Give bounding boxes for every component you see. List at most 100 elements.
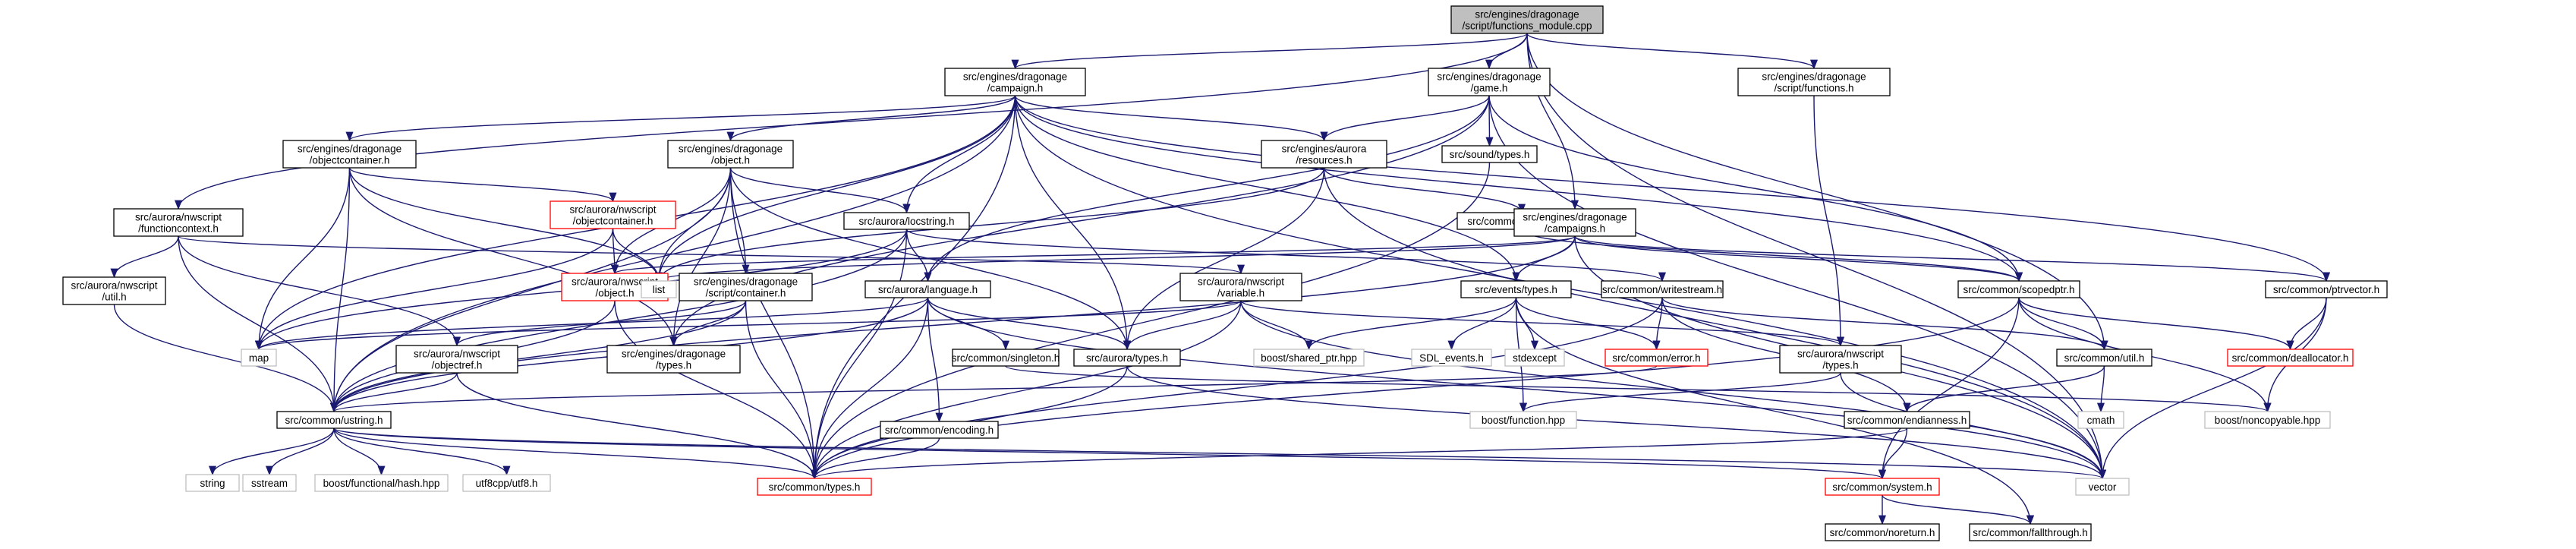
- node-nwtypes-box: [1779, 345, 1902, 374]
- node-root[interactable]: src/engines/dragonage/script/functions_m…: [1450, 5, 1604, 34]
- edge-variable-to-sharedptr: [1240, 300, 1313, 351]
- edge-game-to-language: [924, 95, 1490, 282]
- node-resources[interactable]: src/engines/aurora/resources.h: [1261, 140, 1387, 169]
- node-singleton[interactable]: src/common/singleton.h: [952, 349, 1060, 367]
- edge-ptrvector-to-deallocator: [2286, 297, 2327, 351]
- node-ustring[interactable]: src/common/ustring.h: [276, 411, 392, 429]
- edge-ptrvector-to-vector: [2098, 297, 2327, 480]
- node-auroratypes-label-0: src/aurora/types.h: [1086, 352, 1168, 364]
- node-dragonagetypes[interactable]: src/engines/dragonage/types.h: [606, 345, 741, 374]
- node-locstring-box: [843, 212, 970, 230]
- node-resources-box: [1261, 140, 1387, 169]
- node-noreturn-box: [1825, 523, 1940, 541]
- node-objectref-box: [395, 345, 518, 374]
- edge-campaign-to-object: [726, 95, 1016, 142]
- node-utf8-box: [462, 474, 551, 492]
- node-nwobjectcontainer-label-0: src/aurora/nwscript: [569, 204, 656, 216]
- node-deallocator-box: [2227, 349, 2354, 367]
- node-nwutil[interactable]: src/aurora/nwscript/util.h: [62, 276, 166, 305]
- edge-locstring-to-commontypes: [810, 229, 908, 480]
- node-ptrvector[interactable]: src/common/ptrvector.h: [2265, 280, 2388, 298]
- node-auroratypes[interactable]: src/aurora/types.h: [1073, 349, 1181, 367]
- edge-campaign-to-scopedptr: [1014, 95, 2023, 282]
- node-endianness[interactable]: src/common/endianness.h: [1844, 411, 1970, 429]
- node-eventstypes[interactable]: src/events/types.h: [1460, 280, 1572, 298]
- node-system[interactable]: src/common/system.h: [1825, 478, 1940, 496]
- edge-ustring-to-vector: [333, 428, 2106, 480]
- edge-locstring-to-writestream: [905, 229, 1666, 282]
- node-deallocator[interactable]: src/common/deallocator.h: [2227, 349, 2354, 367]
- node-language[interactable]: src/aurora/language.h: [864, 280, 991, 298]
- node-auroratypes-box: [1073, 349, 1181, 367]
- node-variable[interactable]: src/aurora/nwscript/variable.h: [1179, 273, 1302, 301]
- node-error[interactable]: src/common/error.h: [1604, 349, 1708, 367]
- edge-util-to-cmath: [2096, 365, 2105, 413]
- node-functioncontext[interactable]: src/aurora/nwscript/functioncontext.h: [113, 208, 244, 237]
- edge-root-to-functions: [1526, 33, 1818, 70]
- edge-functioncontext-to-ustring: [178, 235, 339, 413]
- node-boostfunction: boost/function.hpp: [1469, 411, 1577, 429]
- node-nwobjectcontainer[interactable]: src/aurora/nwscript/objectcontainer.h: [550, 200, 676, 229]
- node-soundtypes-box: [1441, 145, 1538, 163]
- node-functions[interactable]: src/engines/dragonage/script/functions.h: [1737, 68, 1891, 96]
- node-campaign-label-1: /campaign.h: [987, 83, 1044, 94]
- node-locstring[interactable]: src/aurora/locstring.h: [843, 212, 970, 230]
- edge-objectcontainer-to-ustring: [329, 167, 351, 413]
- node-campaigns-label-0: src/engines/dragonage: [1523, 212, 1627, 223]
- node-hash-box: [314, 474, 449, 492]
- node-eventstypes-label-0: src/events/types.h: [1475, 284, 1557, 295]
- node-noncopyable: boost/noncopyable.hpp: [2204, 411, 2331, 429]
- node-soundtypes[interactable]: src/sound/types.h: [1441, 145, 1538, 163]
- edge-error-to-ustring: [330, 365, 1658, 413]
- node-sdlevents: SDL_events.h: [1411, 349, 1492, 367]
- edge-objectref-to-ustring: [330, 372, 458, 413]
- node-commontypes[interactable]: src/common/types.h: [757, 478, 872, 496]
- edge-ustring-to-sstream: [265, 428, 335, 476]
- node-game[interactable]: src/engines/dragonage/game.h: [1428, 68, 1551, 96]
- edge-nwutil-to-ustring: [113, 304, 338, 413]
- node-fallthrough[interactable]: src/common/fallthrough.h: [1969, 523, 2092, 541]
- node-nwobject-label-1: /object.h: [595, 288, 634, 299]
- node-writestream[interactable]: src/common/writestream.h: [1601, 280, 1724, 298]
- node-nwobject-label-0: src/aurora/nwscript: [572, 276, 658, 288]
- node-objectcontainer[interactable]: src/engines/dragonage/objectcontainer.h: [282, 140, 417, 169]
- edge-campaigns-to-nwobject: [611, 235, 1576, 275]
- node-scopedptr-label-0: src/common/scopedptr.h: [1963, 284, 2074, 295]
- edge-functions-to-nwtypes: [1813, 95, 1845, 347]
- node-cmath-label-0: cmath: [2087, 415, 2115, 426]
- node-objectref[interactable]: src/aurora/nwscript/objectref.h: [395, 345, 518, 374]
- node-nwutil-label-0: src/aurora/nwscript: [71, 280, 157, 292]
- node-nwutil-label-1: /util.h: [102, 292, 126, 303]
- edge-variable-to-auroratypes: [1123, 300, 1242, 351]
- node-stdexcept-box: [1504, 349, 1565, 367]
- node-variable-label-1: /variable.h: [1217, 288, 1264, 299]
- node-language-label-0: src/aurora/language.h: [878, 284, 978, 295]
- node-scriptcontainer[interactable]: src/engines/dragonage/script/container.h: [679, 273, 813, 301]
- edge-encoding-to-commontypes: [811, 437, 940, 480]
- node-dragonagetypes-box: [606, 345, 741, 374]
- edge-singleton-to-noncopyable: [1005, 365, 2271, 413]
- edges: [110, 33, 2330, 525]
- node-encoding[interactable]: src/common/encoding.h: [880, 421, 999, 439]
- node-campaign-label-0: src/engines/dragonage: [963, 71, 1067, 83]
- edge-endianness-to-commontypes: [811, 428, 1908, 480]
- node-scopedptr[interactable]: src/common/scopedptr.h: [1957, 280, 2080, 298]
- edge-changeid-to-scopedptr: [1521, 229, 2023, 282]
- node-sharedptr: boost/shared_ptr.hpp: [1253, 349, 1365, 367]
- node-object[interactable]: src/engines/dragonage/object.h: [667, 140, 794, 169]
- edge-eventstypes-to-sharedptr: [1305, 297, 1517, 351]
- node-commontypes-box: [757, 478, 872, 496]
- node-dragonagetypes-label-0: src/engines/dragonage: [622, 349, 726, 360]
- edge-system-to-fallthrough: [1882, 494, 2034, 525]
- edge-object-to-dragonagetypes: [669, 167, 732, 347]
- node-nwobjectcontainer-box: [550, 200, 676, 229]
- edge-eventstypes-to-sdlevents: [1447, 297, 1517, 351]
- node-encoding-label-0: src/common/encoding.h: [885, 424, 994, 436]
- node-util[interactable]: src/common/util.h: [2056, 349, 2152, 367]
- node-campaign[interactable]: src/engines/dragonage/campaign.h: [944, 68, 1086, 96]
- node-sdlevents-box: [1411, 349, 1492, 367]
- node-campaigns[interactable]: src/engines/dragonage/campaigns.h: [1513, 208, 1636, 237]
- node-noreturn[interactable]: src/common/noreturn.h: [1825, 523, 1940, 541]
- node-nwtypes[interactable]: src/aurora/nwscript/types.h: [1779, 345, 1902, 374]
- edge-campaigns-to-list: [655, 235, 1576, 282]
